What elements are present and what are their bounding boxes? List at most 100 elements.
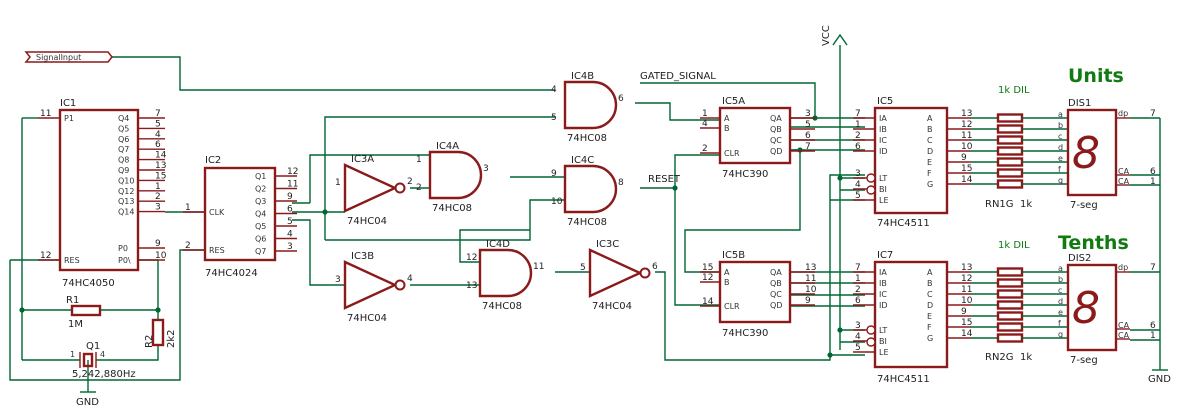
pin-number: 6	[855, 142, 861, 152]
gate-part: 74HC08	[567, 217, 607, 228]
ic-pin: 9Q3	[255, 192, 297, 206]
dil-top-label: 1k DIL	[998, 85, 1030, 96]
pin-number: 1	[855, 120, 861, 130]
junction	[155, 307, 161, 313]
pin-number: 6	[155, 140, 161, 150]
gate-name: IC3A	[351, 154, 374, 165]
display-pin-name: b	[1058, 121, 1063, 130]
gate-part: 74HC08	[482, 301, 522, 312]
pin-name: QC	[770, 290, 782, 299]
pin-name: Q12	[118, 187, 134, 196]
pin-name: Q4	[255, 210, 266, 219]
pin-name: B	[927, 125, 933, 134]
gate-name: IC4C	[571, 155, 594, 166]
display-pin-name: a	[1058, 110, 1063, 119]
resistor-element	[996, 135, 1024, 145]
gate-pin-number: 3	[335, 275, 341, 285]
pin-number: 7	[855, 263, 861, 273]
pin-number: 7	[155, 109, 161, 119]
pin-name: Q2	[255, 185, 266, 194]
pin-number: 14	[155, 151, 167, 161]
pin-number: 13	[155, 161, 166, 171]
pin-number: 4	[702, 119, 708, 129]
pin-number: 15	[155, 171, 166, 181]
display-pin-name: CA	[1118, 167, 1130, 176]
pin-name: RES	[209, 246, 225, 255]
ic-pin: 4Q6	[118, 130, 165, 144]
pin-number: 2	[702, 144, 708, 154]
pin-number: 15	[961, 164, 972, 174]
gate-name: IC3B	[351, 251, 374, 262]
pin-name: IC	[879, 136, 887, 145]
resistor-element	[996, 146, 1024, 156]
pin-number: 14	[961, 175, 973, 185]
gate-name: IC4B	[571, 71, 594, 82]
pin-number: 10	[961, 296, 973, 306]
display-pin-name: c	[1058, 132, 1062, 141]
pin-number: 12	[287, 167, 298, 177]
pin-number: 6	[287, 205, 293, 215]
resistor-r1: R1 1M	[66, 295, 102, 330]
vcc-label: VCC	[821, 25, 832, 46]
gate-part: 74HC04	[347, 216, 387, 227]
pin-number: 5	[287, 217, 293, 227]
display-pin-number: 7	[1150, 263, 1156, 273]
resistor-r2: R2 2k2	[144, 318, 177, 348]
pin-number: 1	[855, 274, 861, 284]
reset-net-label: RESET	[648, 174, 681, 185]
dil-bottom-label: 1k DIL	[998, 240, 1030, 251]
pin-number: 5	[855, 343, 861, 353]
signal-input-label: SignalInput	[36, 53, 81, 62]
ic5a-name: IC5A	[722, 96, 745, 107]
ic-pin: 10D	[927, 142, 973, 156]
pin-number: 6	[805, 131, 811, 141]
pin-number: 3	[855, 321, 861, 331]
pin-number: 2	[855, 131, 861, 141]
junction	[797, 147, 803, 153]
inversion-bubble	[866, 337, 876, 347]
pin-name: A	[724, 114, 730, 123]
display-pin-name: CA	[1118, 177, 1130, 186]
pin-name: BI	[879, 185, 887, 194]
inversion-bubble	[866, 185, 876, 195]
display-pin-name: CA	[1118, 321, 1130, 330]
ic-pin: 5Q5	[255, 217, 297, 231]
resistor-element	[996, 113, 1024, 123]
pin-name: QD	[770, 147, 782, 156]
pin-name: B	[724, 278, 730, 287]
pin-number: 3	[805, 109, 811, 119]
units-heading: Units	[1068, 65, 1124, 87]
gate-pin-number: 3	[483, 164, 489, 174]
pin-number: 2	[185, 241, 191, 251]
junction	[837, 175, 843, 181]
pin-number: 11	[40, 109, 51, 119]
pin-name: C	[927, 290, 933, 299]
q1-pin2: 4	[100, 350, 105, 359]
resistor-element	[996, 333, 1024, 343]
resistor-element	[996, 267, 1024, 277]
pin-name: G	[927, 334, 933, 343]
r2-name: R2	[144, 335, 155, 348]
ic-pin: 7Q4	[118, 109, 165, 123]
gate-pin-number: 4	[407, 274, 413, 284]
ic-pin: 9E	[927, 307, 971, 321]
r2-value: 2k2	[166, 329, 177, 348]
